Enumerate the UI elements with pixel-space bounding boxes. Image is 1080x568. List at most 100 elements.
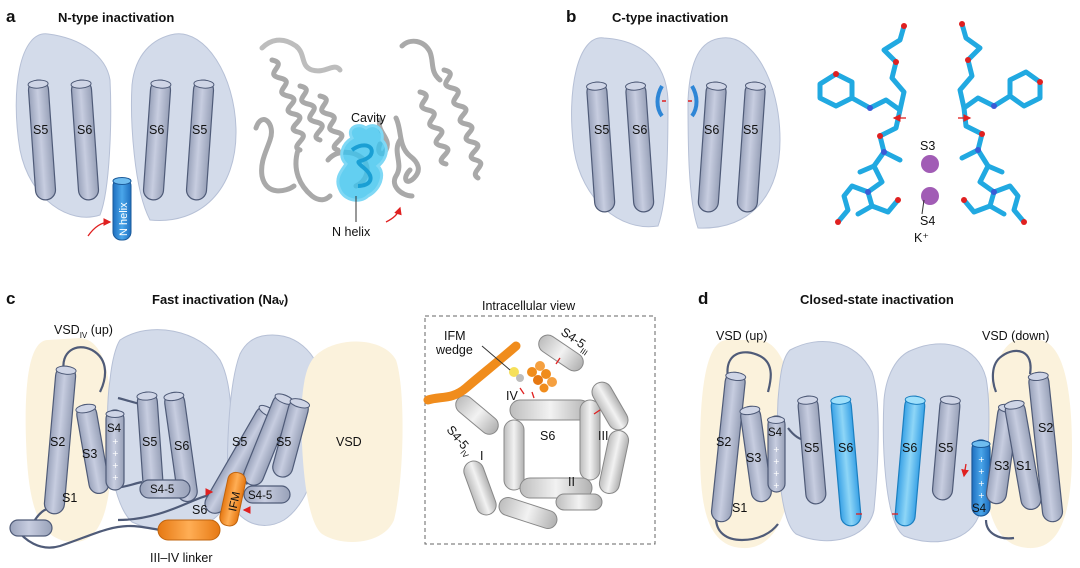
panel-b-letter: b xyxy=(566,7,576,26)
helix-c-s4: + + + + xyxy=(105,409,125,491)
inset-box xyxy=(424,315,656,545)
helix-d-s6-left xyxy=(830,395,862,527)
label-s5-right: S5 xyxy=(192,123,207,137)
helix-c-s1 xyxy=(43,365,77,515)
d-right-charge-3: + xyxy=(978,479,985,488)
panel-b-title: C-type inactivation xyxy=(612,10,728,25)
vsd-down-label-d: VSD (down) xyxy=(982,329,1049,343)
helix-c-c-term xyxy=(9,519,53,537)
d-left-charge-3: + xyxy=(773,469,780,478)
helix-c-s6a xyxy=(163,391,198,503)
loop-connectors-c xyxy=(28,346,263,531)
cavity-blob xyxy=(336,124,388,202)
inset-arrow-2 xyxy=(531,391,535,399)
ifm-helix xyxy=(219,471,247,527)
inset-title: Intracellular view xyxy=(482,299,576,313)
n-helix-struct-label: N helix xyxy=(332,225,371,239)
label-d-s3-right: S3 xyxy=(994,459,1009,473)
roman-ii: II xyxy=(568,475,575,489)
helix-c-s5c xyxy=(272,398,311,478)
inset-arrow-4 xyxy=(593,409,601,415)
s4-charge-3: + xyxy=(112,461,119,470)
label-d-s1-right: S1 xyxy=(1016,459,1031,473)
pore-lobe-left-d xyxy=(776,340,879,542)
label-s5-left: S5 xyxy=(33,123,48,137)
panel-c-title: Fast inactivation (Naᵥ) xyxy=(152,292,288,307)
panel-a: a N-type inactivation S5 S6 S6 S5 N heli… xyxy=(6,7,484,241)
linker-helix xyxy=(157,519,221,541)
label-c-s5b: S5 xyxy=(232,435,247,449)
helix-d-s4-right: + + + + xyxy=(971,439,991,517)
inset-helices xyxy=(455,334,630,529)
helix-d-s5-left xyxy=(797,395,827,505)
helix-d-s2-right xyxy=(1027,371,1064,523)
d-right-charge-4: + xyxy=(978,491,985,500)
n-helix-cylinder: N helix xyxy=(112,177,132,241)
label-c-s4-5b: S4-5 xyxy=(248,490,272,502)
s4-down-arrow xyxy=(961,463,969,478)
label-c-s5c: S5 xyxy=(276,435,291,449)
label-d-s6-right: S6 xyxy=(902,441,917,455)
panel-d: d Closed-state inactivation + + + + xyxy=(698,289,1072,549)
label-b-s5-left: S5 xyxy=(594,123,609,137)
label-c-s5a: S5 xyxy=(142,435,157,449)
label-d-s3-left: S3 xyxy=(746,451,761,465)
label-d-s4-right: S4 xyxy=(972,503,987,515)
panel-b: b C-type inactivation S5 S6 S6 S5 xyxy=(566,7,1043,245)
d-right-charge-1: + xyxy=(978,455,985,464)
helix-c-s2 xyxy=(75,403,110,494)
helix-d-s3-left xyxy=(739,405,772,503)
k-ion-label: K⁺ xyxy=(914,231,929,245)
vsd-up-label: VSDIV (up) xyxy=(54,323,113,340)
ifm-wedge-leader xyxy=(481,345,511,371)
s4-label: S4 xyxy=(920,214,935,228)
roman-i: I xyxy=(480,449,483,463)
helix-b-s6-right xyxy=(697,81,727,213)
helix-d-s5-right xyxy=(931,395,961,501)
panel-a-letter: a xyxy=(6,7,16,26)
label-d-s5-right: S5 xyxy=(938,441,953,455)
label-s6-right: S6 xyxy=(149,123,164,137)
label-vsd-right-c: VSD xyxy=(336,435,362,449)
helix-c-s4-5a xyxy=(139,479,191,499)
cavity-helix xyxy=(350,143,374,188)
n-helix-label: N helix xyxy=(118,202,130,236)
s4-charge-2: + xyxy=(112,449,119,458)
s4-5-iv-label: S4-5IV xyxy=(441,423,476,460)
vsd-up-label-d: VSD (up) xyxy=(716,329,767,343)
label-c-s3: S3 xyxy=(82,447,97,461)
ifm-wedge-label-1: IFM xyxy=(444,329,466,343)
inset-arrow-3 xyxy=(555,357,561,365)
label-d-s1-left: S1 xyxy=(732,501,747,515)
label-ifm: IFM xyxy=(227,491,243,513)
helix-b-s5-right xyxy=(736,81,766,213)
s4-leader xyxy=(921,199,925,215)
panel-a-title: N-type inactivation xyxy=(58,10,174,25)
label-linker: III–IV linker xyxy=(150,551,213,565)
label-d-s4-left: S4 xyxy=(768,427,783,439)
d-right-charge-2: + xyxy=(978,467,985,476)
s4-charge-1: + xyxy=(112,437,119,446)
label-b-s5-right: S5 xyxy=(743,123,758,137)
helix-s5-right xyxy=(185,79,215,201)
helix-d-s4-left: + + + + xyxy=(767,415,786,493)
label-c-s1: S1 xyxy=(62,491,77,505)
s3-label: S3 xyxy=(920,139,935,153)
inset-s6-label: S6 xyxy=(540,429,555,443)
ifm-wedge-label-2: wedge xyxy=(435,343,473,357)
helix-b-s6-left xyxy=(625,81,655,213)
label-b-s6-right: S6 xyxy=(704,123,719,137)
inset-ifm-spheres xyxy=(509,361,557,393)
label-c-s4-5a: S4-5 xyxy=(150,484,174,496)
helix-s6-right xyxy=(142,79,172,201)
panel-c-letter: c xyxy=(6,289,15,308)
roman-iii: III xyxy=(598,429,608,443)
inset-ifm-helix xyxy=(423,341,521,405)
helix-c-s4-5b xyxy=(243,485,291,504)
inset-arrow-1 xyxy=(519,387,525,395)
label-c-s6a: S6 xyxy=(174,439,189,453)
sf-highlight-left xyxy=(655,84,664,118)
k-ion-s3 xyxy=(921,155,939,173)
struct-arrow xyxy=(385,206,402,223)
